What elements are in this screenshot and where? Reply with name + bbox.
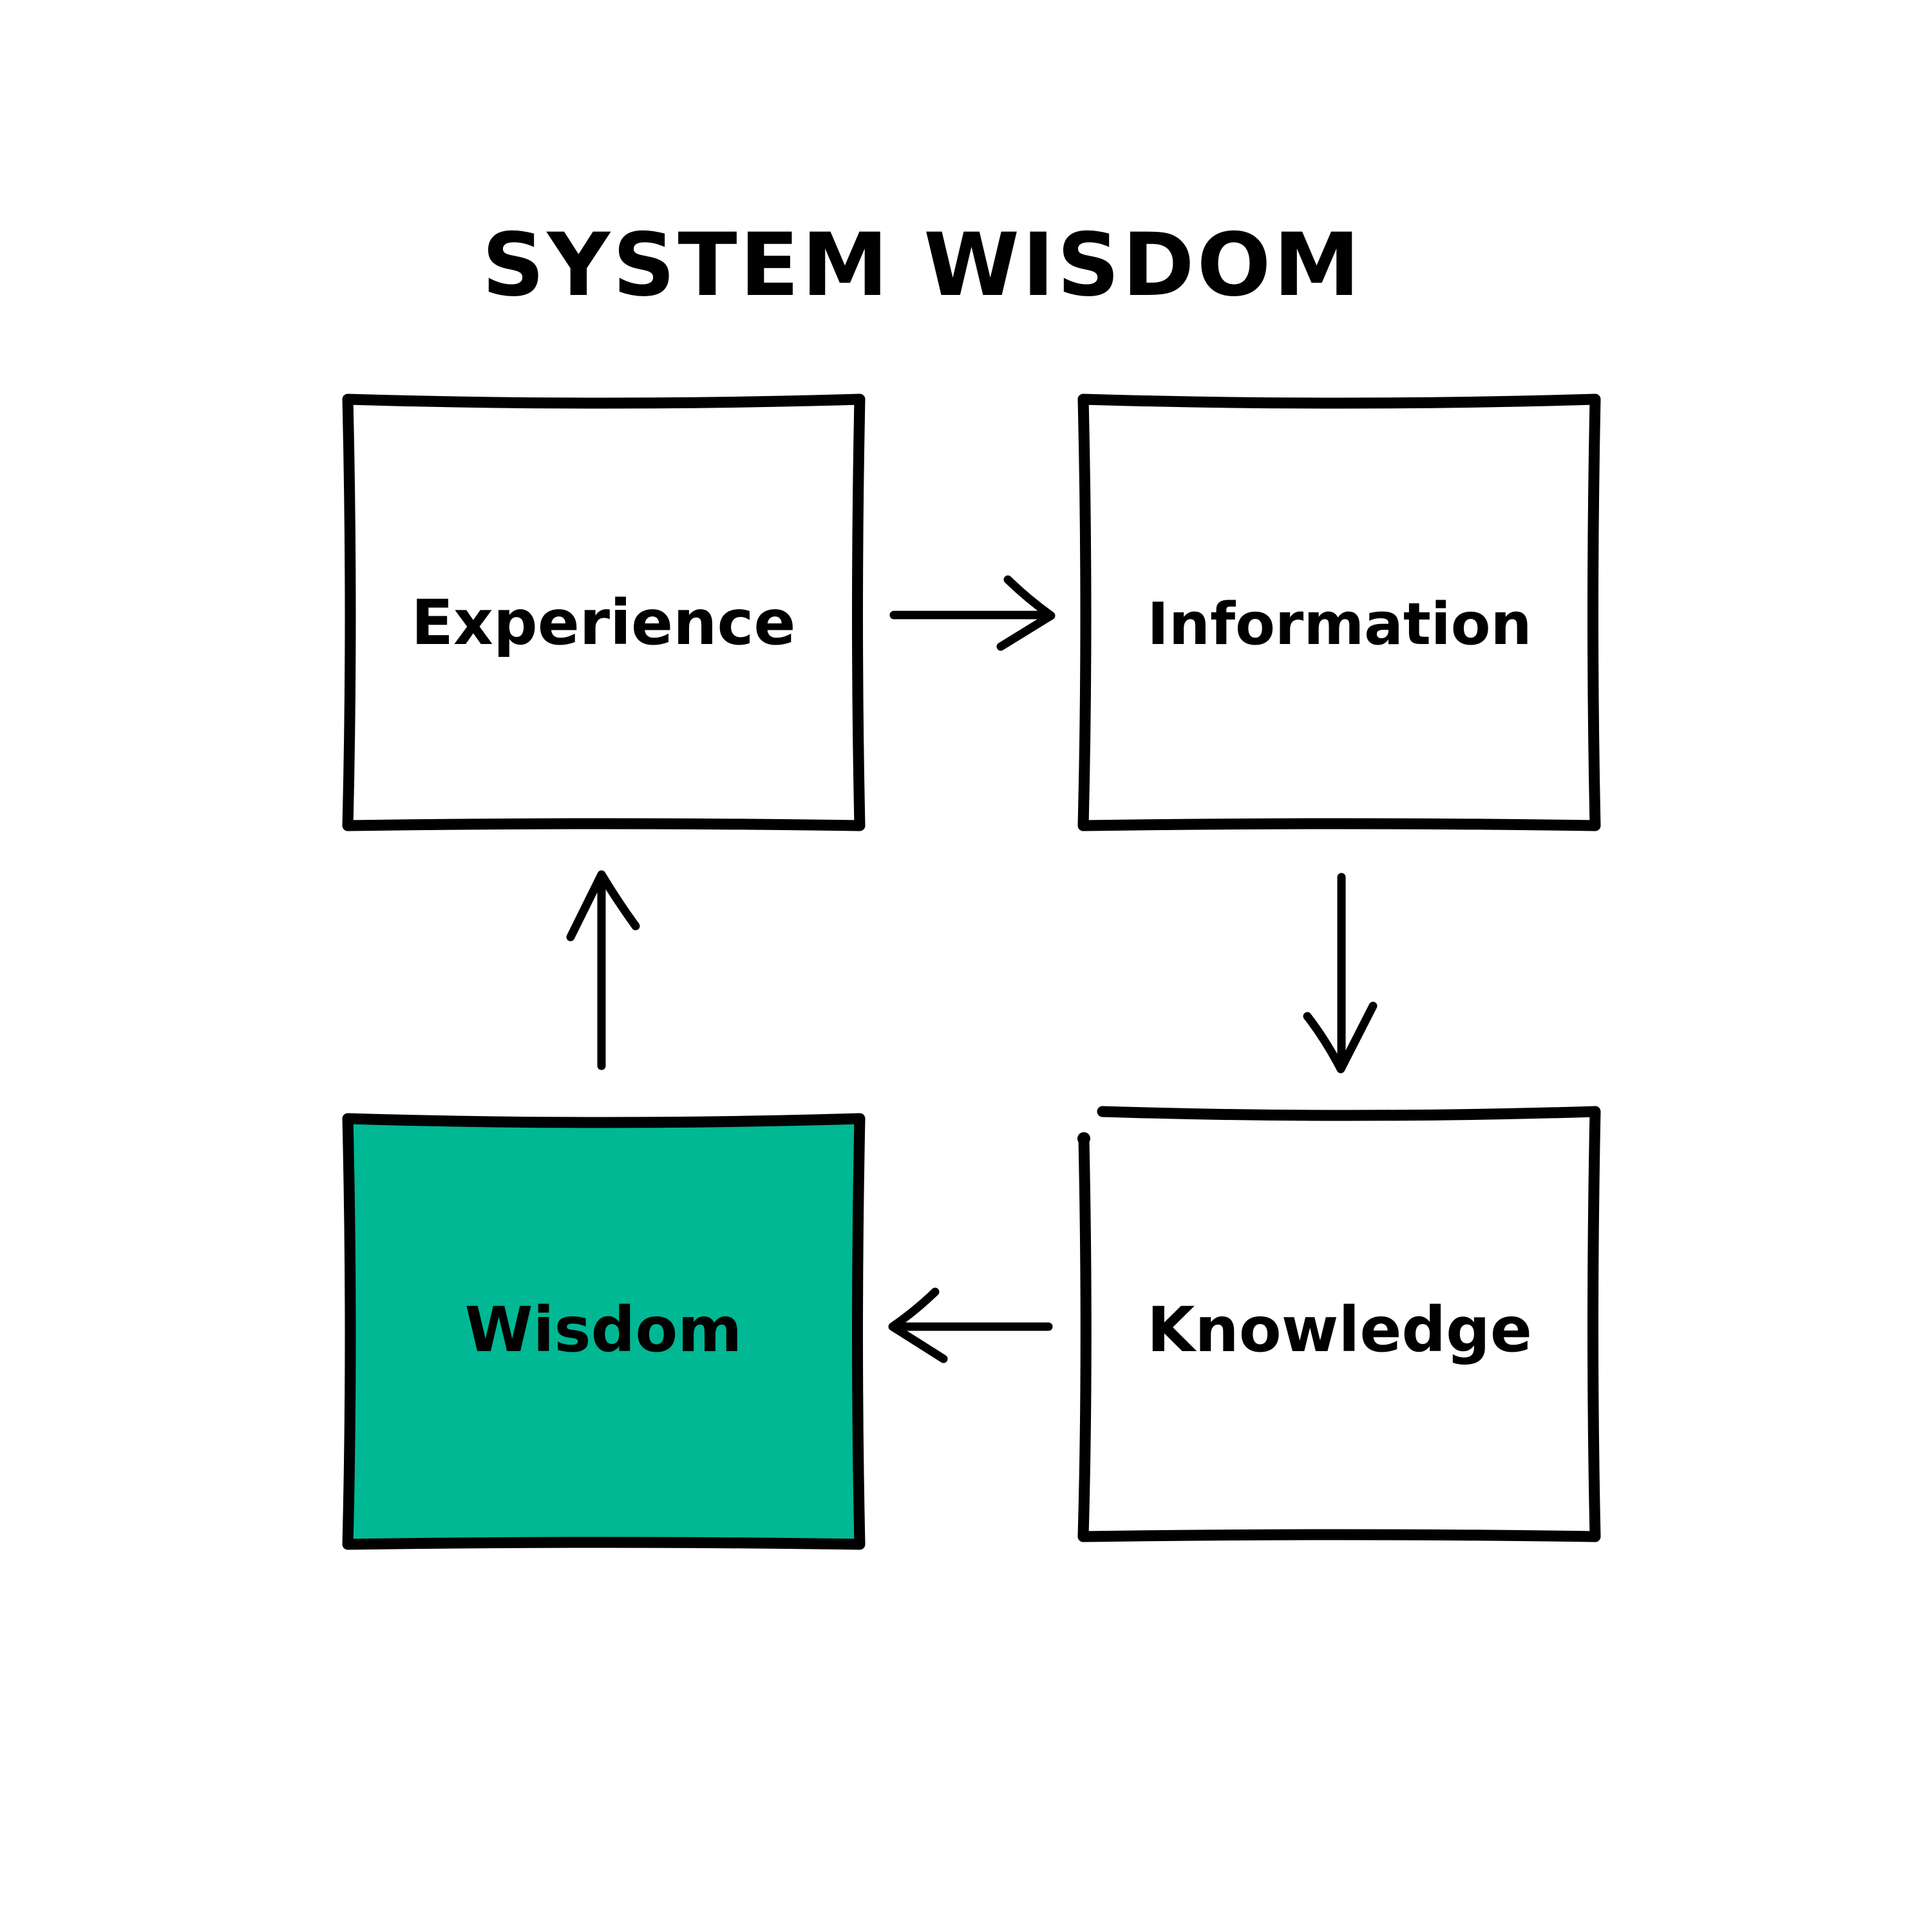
arrow-knowledge-to-wisdom [888,1287,1053,1363]
arrow-experience-to-information [889,575,1056,651]
arrow-experience-to-information-head [996,575,1056,651]
box-information-outline [1077,393,1601,831]
box-wisdom-label: Wisdom [465,1294,743,1366]
arrow-knowledge-to-wisdom-head [888,1287,948,1363]
box-knowledge-label: Knowledge [1147,1294,1532,1366]
arrow-information-to-knowledge [1303,873,1378,1074]
box-experience: Experience [342,393,866,831]
box-experience-label: Experience [411,587,795,659]
box-wisdom: Wisdom [342,1113,866,1550]
diagram-title: SYSTEM WISDOM [482,214,1362,316]
arrow-wisdom-to-experience [566,870,640,1070]
box-wisdom-fill [348,1119,860,1544]
box-wisdom-outline [342,1113,866,1550]
box-information-label: Information [1147,591,1531,658]
box-experience-outline [342,393,866,831]
box-information: Information [1077,393,1601,831]
arrow-wisdom-to-experience-head [566,870,640,942]
box-knowledge: Knowledge [1077,1106,1601,1542]
box-knowledge-corner-dot [1077,1132,1090,1145]
box-knowledge-outline [1077,1106,1601,1542]
arrow-information-to-knowledge-head [1303,1001,1378,1074]
